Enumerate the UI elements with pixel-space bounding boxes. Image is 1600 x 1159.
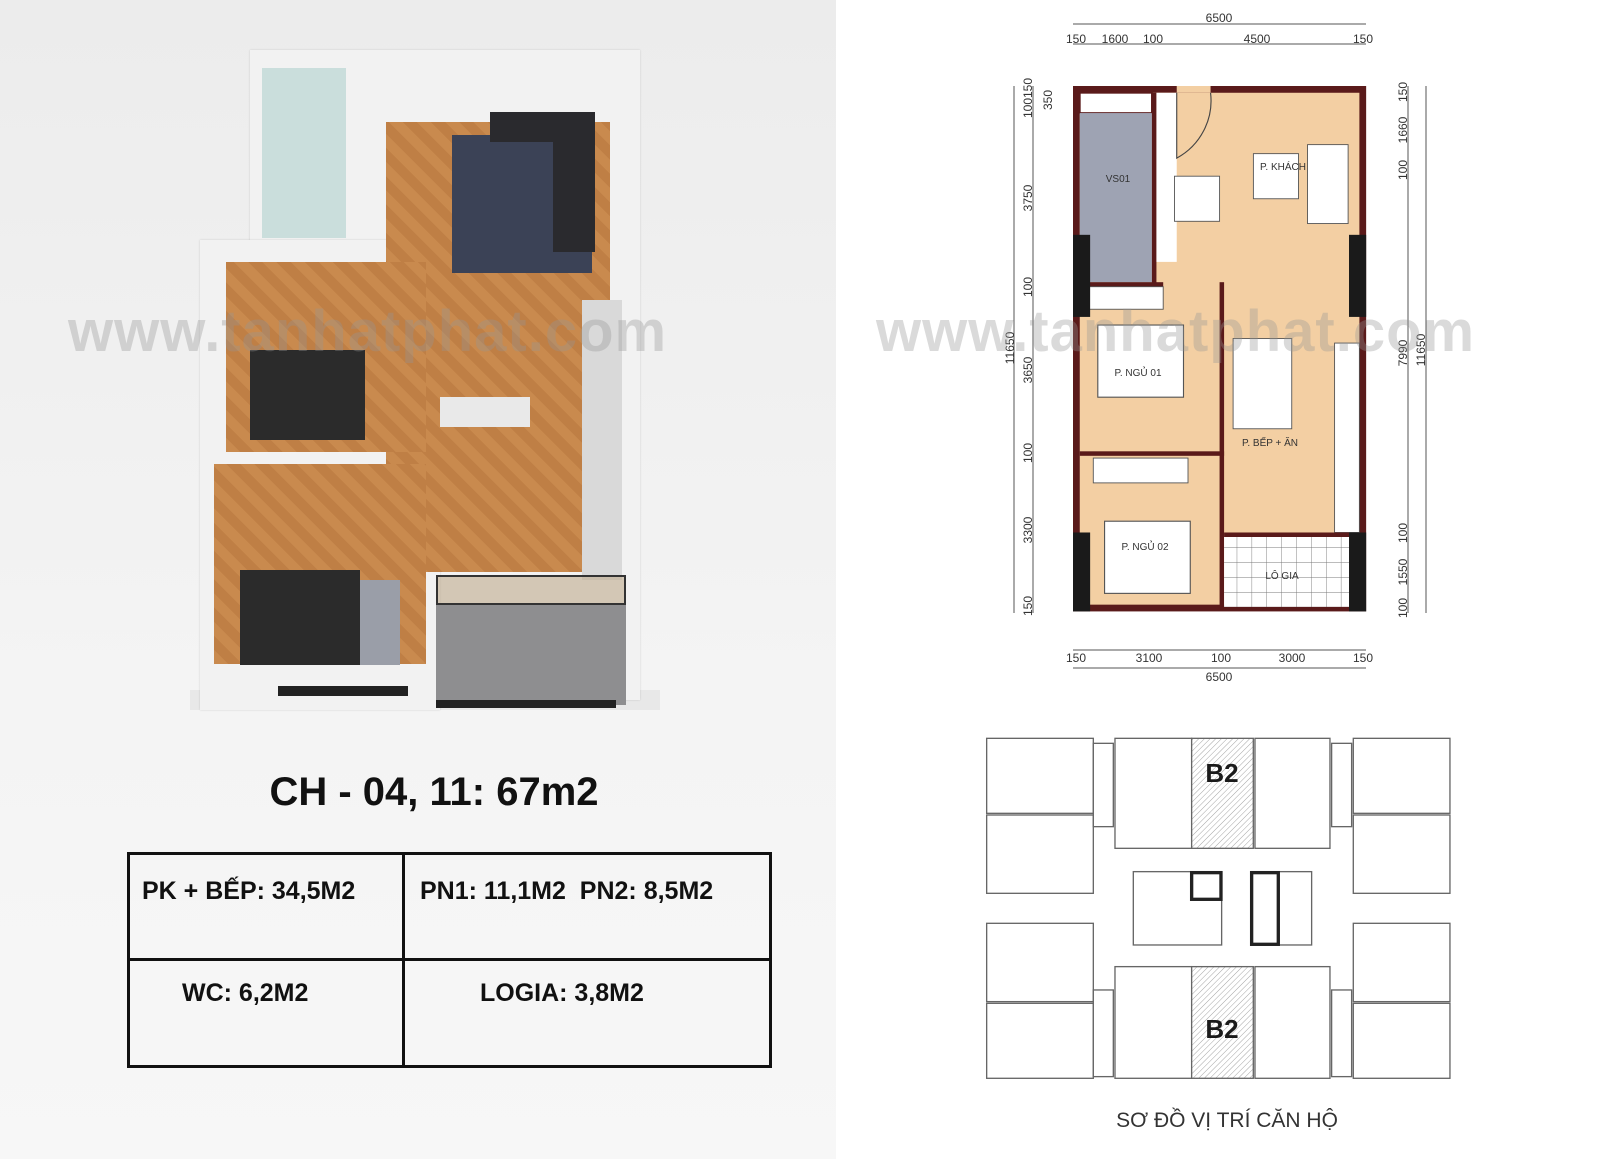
room-label-loggia: LÔ GIA [1265, 569, 1299, 582]
dim-left: 100 [1021, 443, 1035, 463]
column-right-bottom [1349, 532, 1367, 612]
dim-top: 1600 [1102, 32, 1129, 46]
dim-top: 150 [1066, 32, 1086, 46]
dim-left: 100150 [1021, 78, 1035, 118]
coffee-table [1174, 175, 1221, 222]
bathroom-glass [262, 68, 346, 238]
key-plan-caption: SƠ ĐỒ VỊ TRÍ CĂN HỘ [1116, 1108, 1338, 1132]
dim-right: 150 [1396, 82, 1410, 102]
dim-bottom-total: 6500 [1206, 670, 1233, 684]
dining-table [440, 397, 530, 427]
room-label-living: P. KHÁCH [1260, 160, 1306, 173]
wall-bedroom1-bedroom2 [1079, 451, 1225, 456]
dim-bottom: 3100 [1136, 651, 1163, 665]
area-living-kitchen: PK + BẾP: 34,5M2 [142, 877, 356, 905]
wc-floor [1079, 113, 1152, 283]
area-bedrooms: PN1: 11,1M2 PN2: 8,5M2 [420, 877, 714, 905]
core-left [1132, 870, 1223, 946]
dim-left: 3650 [1021, 356, 1035, 383]
dim-bottom: 150 [1066, 651, 1086, 665]
wall-bedrooms-kitchen [1219, 282, 1225, 607]
bed-2 [240, 570, 360, 665]
area-wc: WC: 6,2M2 [182, 979, 309, 1007]
dim-top: 100 [1143, 32, 1163, 46]
dim-right: 1550 [1396, 558, 1410, 585]
core-right [1250, 870, 1313, 946]
sofa-side [553, 112, 595, 252]
dim-right-total: 11650 [1414, 333, 1428, 366]
wall-wc-bedroom [1079, 282, 1164, 287]
loggia-rail [436, 700, 616, 708]
wardrobe-bedroom2 [1092, 457, 1189, 484]
bed-2 [1104, 520, 1191, 594]
dim-top-total: 6500 [1206, 11, 1233, 25]
unit-plan [1073, 86, 1367, 612]
table-divider-horizontal [130, 958, 769, 961]
column-left-bottom [1073, 532, 1091, 612]
dim-left: 350 [1041, 90, 1055, 110]
room-label-bedroom1: P. NGỦ 01 [1114, 366, 1161, 379]
dim-bottom: 3000 [1279, 651, 1306, 665]
key-plan-unit-label-top: B2 [1205, 758, 1238, 788]
highlighted-unit-bottom [1190, 965, 1254, 1079]
entrance-door[interactable] [1176, 86, 1211, 93]
living-coffee-table [1252, 153, 1299, 200]
door-swing [1176, 92, 1212, 160]
bedroom2-rug [360, 580, 400, 665]
kitchen-counter [1334, 342, 1360, 533]
dim-left: 3300 [1021, 516, 1035, 543]
watermark-right: www.tanhatphat.com [876, 299, 1476, 364]
bed-1 [250, 350, 365, 440]
dim-right: 7990 [1396, 339, 1410, 366]
column-left-top [1073, 234, 1091, 317]
dim-right: 100 [1396, 160, 1410, 180]
render-panel: CH - 04, 11: 67m2 PK + BẾP: 34,5M2 PN1: … [0, 0, 836, 1159]
dim-right: 100 [1396, 598, 1410, 618]
area-table: PK + BẾP: 34,5M2 PN1: 11,1M2 PN2: 8,5M2 … [127, 852, 772, 1068]
wall-kitchen-loggia [1224, 532, 1360, 538]
room-label-wc: VS01 [1106, 174, 1131, 185]
apartment-title: CH - 04, 11: 67m2 [269, 770, 599, 814]
dim-left: 3750 [1021, 184, 1035, 211]
room-label-bedroom2: P. NGỦ 02 [1121, 540, 1168, 553]
dim-left: 100 [1021, 277, 1035, 297]
dimension-lines [1013, 23, 1427, 669]
dim-bottom: 150 [1353, 651, 1373, 665]
loggia-floor [1224, 537, 1353, 607]
dim-top: 4500 [1244, 32, 1271, 46]
dim-top: 150 [1353, 32, 1373, 46]
highlighted-unit-top [1190, 737, 1254, 849]
sofa [1307, 144, 1349, 225]
dim-right: 100 [1396, 523, 1410, 543]
area-loggia: LOGIA: 3,8M2 [480, 979, 644, 1007]
loggia-railing [436, 575, 626, 605]
wc-shelf [1078, 91, 1153, 114]
key-plan [985, 737, 1451, 1079]
dim-left: 150 [1021, 596, 1035, 616]
bed-1 [1097, 324, 1185, 398]
dim-left-total: 11650 [1003, 331, 1017, 364]
kitchen-counter [582, 300, 622, 580]
dim-bottom: 100 [1211, 651, 1231, 665]
dining-table [1232, 338, 1293, 430]
wc-wall [1151, 92, 1157, 287]
column-right-top [1349, 234, 1367, 317]
loggia-floor [436, 605, 626, 705]
dim-right: 1660 [1396, 116, 1410, 143]
room-label-kitchen: P. BẾP + ĂN [1242, 436, 1298, 449]
window [278, 686, 408, 696]
key-plan-unit-label-bottom: B2 [1205, 1014, 1238, 1044]
wardrobe-living [1156, 92, 1177, 262]
watermark-left: www.tanhatphat.com [68, 299, 668, 364]
